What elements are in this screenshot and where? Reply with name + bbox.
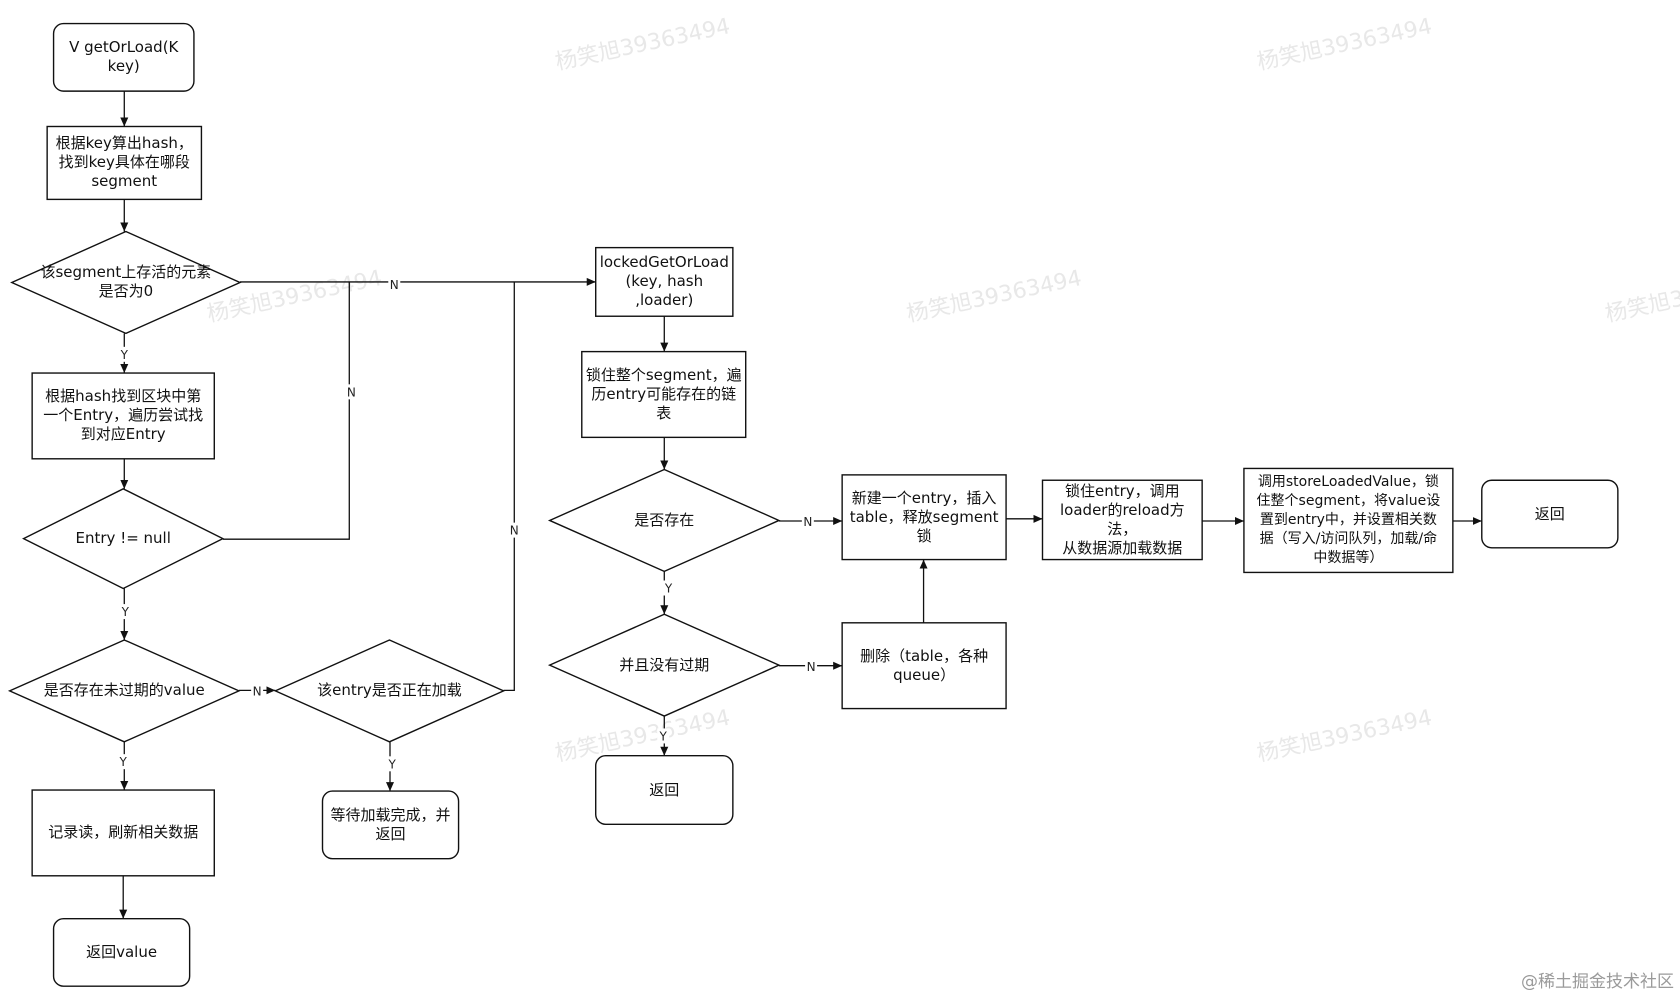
edge-label-bg xyxy=(251,683,264,699)
edge-label-bg xyxy=(119,604,132,620)
edge-label-yes: Y xyxy=(120,348,129,362)
connector-line xyxy=(503,281,515,691)
node-return-end-shape xyxy=(1481,479,1619,549)
node-seg-count-zero: 该segment上存活的元素 是否为0 xyxy=(40,263,212,301)
node-entry-loading: 该entry是否正在加载 xyxy=(317,681,462,700)
edge-label-no: N xyxy=(807,660,816,674)
watermark-text: 杨笑旭39363494 xyxy=(905,266,1084,327)
node-exists: 是否存在 xyxy=(634,510,695,529)
node-lock-segment-shape xyxy=(581,350,747,439)
watermark-text: 杨笑旭39363494 xyxy=(1255,706,1434,767)
edge-label-no: N xyxy=(803,515,812,529)
edge-label-bg xyxy=(118,346,131,362)
edge-label-yes: Y xyxy=(659,729,668,743)
node-return-value-shape xyxy=(52,917,191,987)
node-seg-count-zero-shape xyxy=(10,230,242,335)
node-entry-not-null: Entry != null xyxy=(75,529,171,548)
site-credit: @稀土掘金技术社区 xyxy=(1521,972,1674,992)
node-store-loaded-shape xyxy=(1243,467,1454,574)
node-wait-loading: 等待加载完成，并 返回 xyxy=(330,805,451,843)
edge-label-no: N xyxy=(390,278,399,292)
edge-label-no: N xyxy=(510,524,519,538)
watermark-text: 杨笑旭39363494 xyxy=(205,266,384,327)
edge-label-bg xyxy=(657,728,670,744)
node-return-value: 返回value xyxy=(86,942,158,961)
edge-label-no: N xyxy=(347,385,356,399)
watermark-text: 杨笑旭39363494 xyxy=(1255,14,1434,75)
edge-label-no: N xyxy=(253,684,262,698)
node-locked-get-or-load: lockedGetOrLoad (key, hash ,loader) xyxy=(599,253,729,310)
node-find-entry-shape xyxy=(31,372,215,460)
node-hash-segment-shape xyxy=(46,125,203,201)
node-delete: 删除（table，各种 queue） xyxy=(860,646,989,684)
edge-label-bg xyxy=(345,384,358,400)
node-delete-shape xyxy=(841,622,1007,710)
node-not-expired: 并且没有过期 xyxy=(619,655,710,674)
edge-label-bg xyxy=(386,756,399,772)
edge-label-bg xyxy=(388,277,401,293)
node-value-not-expired: 是否存在未过期的value xyxy=(43,681,205,700)
node-record-read: 记录读，刷新相关数据 xyxy=(48,823,199,842)
node-entry-not-null-shape xyxy=(22,488,225,590)
node-lock-entry: 锁住entry，调用 loader的reload方法， 从数据源加载数据 xyxy=(1060,481,1185,557)
node-lock-segment: 锁住整个segment，遍 历entry可能存在的链 表 xyxy=(585,365,742,422)
node-start: V getOrLoad(K key) xyxy=(69,38,179,76)
node-new-entry-shape xyxy=(841,474,1007,561)
node-record-read-shape xyxy=(31,789,215,877)
node-return-end: 返回 xyxy=(1534,504,1565,523)
node-lock-entry-shape xyxy=(1041,479,1203,561)
edge-label-bg xyxy=(662,580,675,596)
edge-label-yes: Y xyxy=(119,755,128,769)
node-store-loaded: 调用storeLoadedValue，锁 住整个segment，将value设 … xyxy=(1256,473,1441,566)
watermark-text: 杨笑旭39363494 xyxy=(553,14,732,75)
edge-label-yes: Y xyxy=(121,605,130,619)
node-hash-segment: 根据key算出hash， 找到key具体在哪段 segment xyxy=(55,134,193,191)
edge-label-bg xyxy=(801,514,814,530)
edge-label-bg xyxy=(805,658,818,674)
node-locked-get-or-load-shape xyxy=(595,246,734,317)
edge-label-bg xyxy=(508,522,521,538)
edge-label-yes: Y xyxy=(664,582,673,596)
node-return-mid: 返回 xyxy=(649,780,680,799)
edge-label-bg xyxy=(117,754,130,770)
connector-line xyxy=(222,281,350,540)
node-find-entry: 根据hash找到区块中第 一个Entry，遍历尝试找 到对应Entry xyxy=(43,387,204,444)
node-new-entry: 新建一个entry，插入 table，释放segment 锁 xyxy=(849,488,999,545)
watermark-text: 杨笑旭39363494 xyxy=(1603,266,1680,327)
edge-label-yes: Y xyxy=(387,757,396,771)
